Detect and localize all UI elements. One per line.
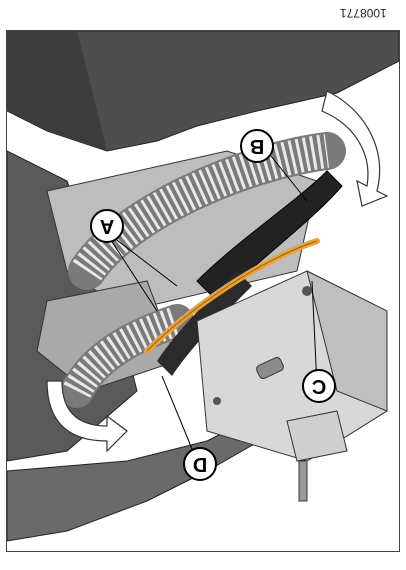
mounting-pin	[298, 460, 308, 502]
curved-arrow-icon	[321, 90, 389, 207]
leader-line-a	[104, 230, 178, 287]
leader-line-b	[266, 150, 308, 202]
callout-c: C	[302, 369, 336, 403]
callout-c-label: C	[312, 375, 326, 397]
callout-b-label: B	[250, 135, 264, 157]
curved-arrow-icon	[46, 380, 128, 453]
lower-bracket	[286, 410, 348, 462]
bracket-bolt	[213, 397, 221, 405]
callout-d: D	[183, 447, 217, 481]
lower-frame-beam	[7, 410, 278, 542]
lower-spring	[60, 304, 194, 408]
upper-spring	[68, 132, 346, 290]
callout-b: B	[240, 129, 274, 163]
callout-d-label: D	[193, 453, 207, 475]
bracket-slot	[256, 356, 284, 380]
leader-line-a	[104, 230, 158, 312]
upper-frame-shadow	[7, 31, 107, 151]
adjustment-rod-outline	[146, 240, 318, 352]
mechanical-illustration: A B C D	[7, 31, 399, 542]
callout-a-label: A	[100, 215, 114, 237]
callout-a: A	[90, 209, 124, 243]
leader-line-c	[311, 280, 318, 387]
upper-frame-beam	[7, 31, 399, 152]
bracket-side	[306, 270, 388, 412]
leader-line-d	[161, 375, 198, 462]
bracket-bolt	[302, 286, 312, 296]
document-number: 1008771	[340, 6, 387, 20]
